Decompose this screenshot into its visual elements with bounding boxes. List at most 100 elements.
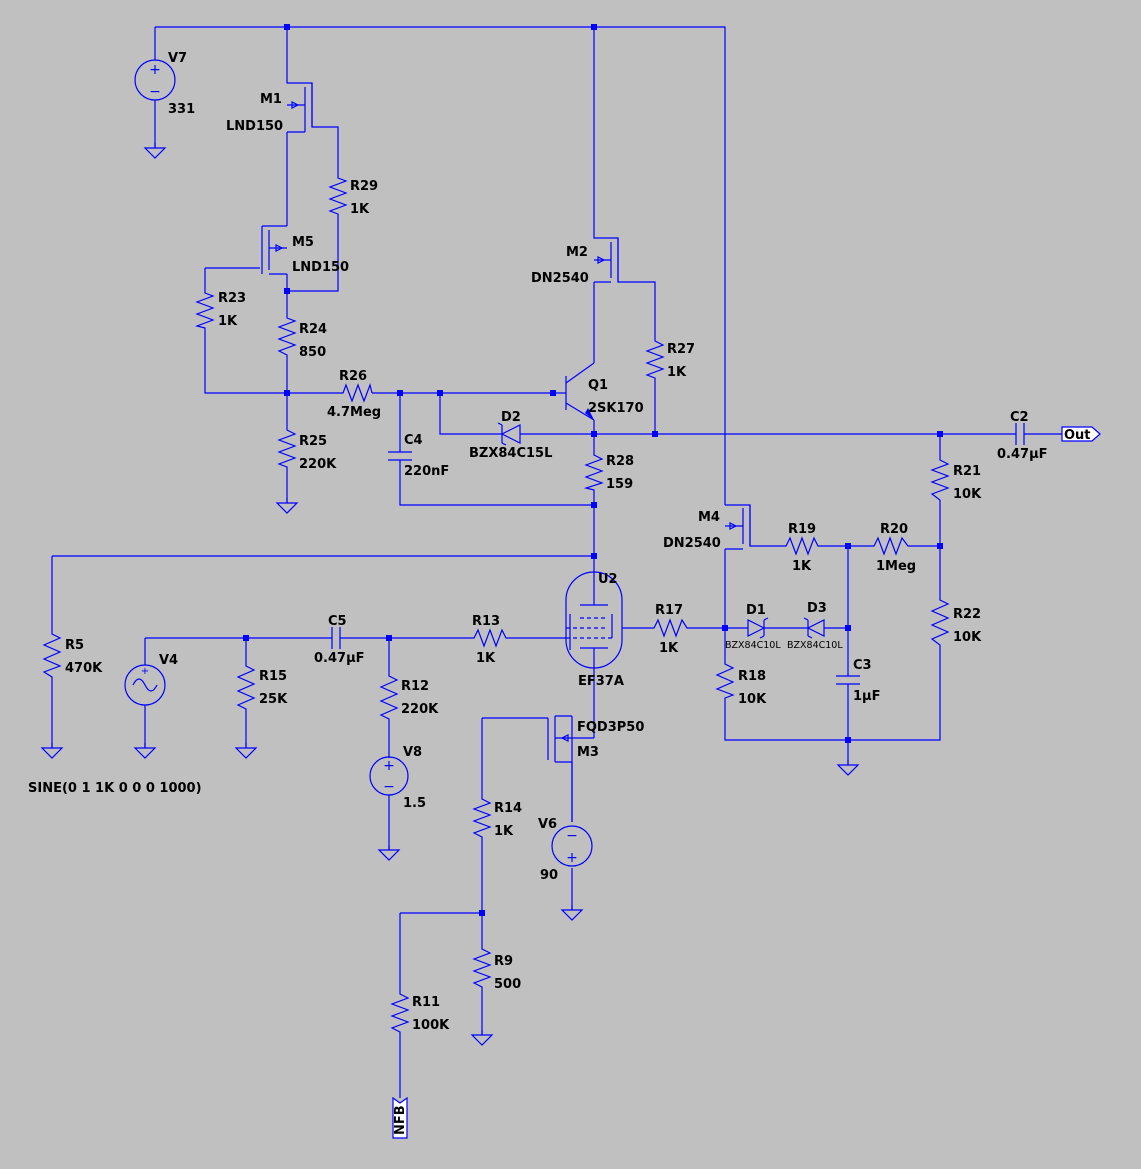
label-m1: M1 <box>260 92 282 107</box>
zener-d3-icon[interactable] <box>803 617 825 639</box>
resistor-r12-icon[interactable] <box>379 672 399 722</box>
ground-icon <box>144 142 166 159</box>
resistor-r20-icon[interactable] <box>870 536 912 556</box>
mosfet-m3-icon[interactable] <box>547 715 594 822</box>
resistor-r9-icon[interactable] <box>472 945 492 990</box>
value-r15: 25K <box>259 692 288 707</box>
nfb-port-icon[interactable] <box>392 1096 408 1139</box>
voltage-source-v6-icon[interactable]: − + <box>551 825 593 867</box>
value-v8: 1.5 <box>403 796 426 811</box>
value-d1: BZX84C10L <box>725 640 781 651</box>
label-v4: V4 <box>159 653 178 668</box>
label-c3: C3 <box>853 658 872 673</box>
wires <box>51 26 1062 1098</box>
value-r9: 500 <box>494 977 521 992</box>
voltage-source-v7-icon[interactable]: + − <box>134 59 176 101</box>
capacitor-c5-icon[interactable] <box>331 627 341 649</box>
resistor-r29-icon[interactable] <box>328 175 348 218</box>
value-v7: 331 <box>168 102 195 117</box>
mosfet-m4-icon[interactable] <box>725 505 751 550</box>
value-r17: 1K <box>659 641 679 656</box>
svg-text:+: + <box>149 62 161 78</box>
resistor-r18-icon[interactable] <box>715 660 735 700</box>
label-r17: R17 <box>655 603 683 618</box>
ground-icon <box>276 497 298 514</box>
value-v6: 90 <box>540 868 558 883</box>
value-u2: EF37A <box>578 674 624 689</box>
v4-sine-spec: SINE(0 1 1K 0 0 0 1000) <box>28 781 202 796</box>
label-v6: V6 <box>538 817 557 832</box>
resistor-r22-icon[interactable] <box>930 596 950 650</box>
value-r26: 4.7Meg <box>327 405 381 420</box>
junctions <box>243 24 943 916</box>
label-m4: M4 <box>698 510 720 525</box>
label-r13: R13 <box>472 614 500 629</box>
value-r27: 1K <box>667 365 687 380</box>
capacitor-c3-icon[interactable] <box>836 675 860 685</box>
value-r13: 1K <box>476 651 496 666</box>
zener-d2-icon[interactable] <box>497 422 521 446</box>
resistor-r28-icon[interactable] <box>583 452 604 492</box>
zener-d1-icon[interactable] <box>747 617 769 639</box>
ground-icon <box>471 1029 493 1046</box>
sine-source-v4-icon[interactable]: + <box>124 664 166 706</box>
value-r11: 100K <box>412 1018 450 1033</box>
label-c4: C4 <box>404 433 423 448</box>
resistor-r23-icon[interactable] <box>194 290 215 330</box>
label-r21: R21 <box>953 464 981 479</box>
label-r14: R14 <box>494 801 522 816</box>
capacitor-c4-icon[interactable] <box>388 451 412 461</box>
label-r24: R24 <box>299 322 327 337</box>
value-r18: 10K <box>738 692 767 707</box>
value-d2: BZX84C15L <box>469 446 552 461</box>
resistor-r14-icon[interactable] <box>472 795 492 840</box>
value-d3: BZX84C10L <box>787 640 843 651</box>
resistor-r15-icon[interactable] <box>236 662 256 712</box>
label-q1: Q1 <box>588 378 608 393</box>
resistor-r26-icon[interactable] <box>340 382 373 403</box>
value-c4: 220nF <box>404 464 449 479</box>
capacitor-c2-icon[interactable] <box>1015 423 1025 445</box>
resistor-r11-icon[interactable] <box>390 990 410 1035</box>
resistor-r13-icon[interactable] <box>470 628 508 648</box>
label-r15: R15 <box>259 669 287 684</box>
resistor-r21-icon[interactable] <box>930 456 950 506</box>
label-d3: D3 <box>807 601 827 616</box>
value-r14: 1K <box>494 824 514 839</box>
label-d1: D1 <box>746 603 766 618</box>
resistor-r24-icon[interactable] <box>277 315 297 360</box>
value-c2: 0.47µF <box>997 447 1048 462</box>
output-port-icon[interactable] <box>1061 426 1101 442</box>
mosfet-m2-icon[interactable] <box>594 238 619 283</box>
label-c5: C5 <box>328 614 347 629</box>
resistor-r27-icon[interactable] <box>645 338 665 380</box>
mosfet-m1-icon[interactable] <box>287 83 313 133</box>
label-m5: M5 <box>292 235 314 250</box>
label-r25: R25 <box>299 434 327 449</box>
voltage-source-v8-icon[interactable]: + − <box>369 756 409 796</box>
value-r20: 1Meg <box>876 559 916 574</box>
label-r23: R23 <box>218 291 246 306</box>
resistor-r5-icon[interactable] <box>42 630 62 680</box>
ground-icon <box>41 742 63 759</box>
mosfet-m5-icon[interactable] <box>261 225 287 275</box>
value-r23: 1K <box>218 314 238 329</box>
svg-text:−: − <box>566 828 578 844</box>
resistor-r19-icon[interactable] <box>782 536 822 556</box>
svg-text:+: + <box>566 850 578 866</box>
resistor-r25-icon[interactable] <box>277 426 297 470</box>
label-r27: R27 <box>667 342 695 357</box>
label-m3: M3 <box>577 745 599 760</box>
tube-u2-icon[interactable] <box>565 571 623 669</box>
output-label: Out <box>1064 428 1091 443</box>
jfet-q1-icon[interactable] <box>553 362 595 421</box>
label-r26: R26 <box>339 369 367 384</box>
resistor-r17-icon[interactable] <box>650 618 690 638</box>
label-r22: R22 <box>953 607 981 622</box>
label-r19: R19 <box>788 522 816 537</box>
label-d2: D2 <box>501 410 521 425</box>
value-r28: 159 <box>606 477 633 492</box>
component-labels: V7 331 M1 LND150 R29 1K M5 LND150 R23 1K… <box>28 51 1091 1135</box>
label-m2: M2 <box>566 245 588 260</box>
label-r29: R29 <box>350 179 378 194</box>
